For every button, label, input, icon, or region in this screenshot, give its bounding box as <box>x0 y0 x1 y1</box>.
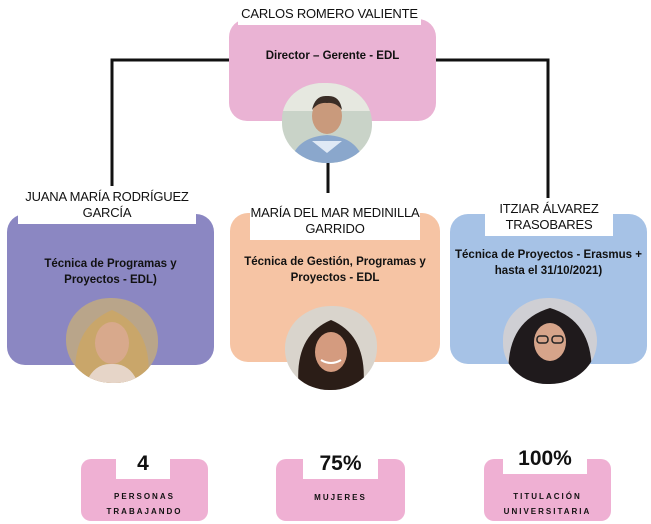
director-name: CARLOS ROMERO VALIENTE <box>238 3 421 25</box>
stat-label-degree: TITULACIÓN UNIVERSITARIA <box>503 492 592 516</box>
person-photo-icon <box>503 298 597 384</box>
person-photo-icon <box>285 306 377 390</box>
stat-value-degree: 100% <box>503 444 587 474</box>
staff-name-3: ITZIAR ÁLVAREZ TRASOBARES <box>485 198 613 236</box>
stat-label-people: PERSONAS TRABAJANDO <box>106 492 183 516</box>
director-role: Director – Gerente - EDL <box>265 50 400 62</box>
stat-label-women: MUJERES <box>314 493 367 502</box>
staff-name-2: MARÍA DEL MAR MEDINILLA GARRIDO <box>250 202 420 240</box>
person-photo-icon <box>66 298 158 383</box>
stat-value-people: 4 <box>116 449 170 479</box>
director-photo <box>282 83 372 163</box>
staff-photo-3 <box>503 298 597 384</box>
staff-role-3: Técnica de Proyectos - Erasmus + hasta e… <box>455 249 642 277</box>
stat-value-women: 75% <box>303 449 378 479</box>
connector-left <box>110 58 232 223</box>
staff-role-2: Técnica de Gestión, Programas y Proyecto… <box>244 256 426 284</box>
connector-right <box>431 58 550 212</box>
staff-name-1: JUANA MARÍA RODRÍGUEZ GARCÍA <box>18 186 196 224</box>
staff-role-1: Técnica de Programas y Proyectos - EDL) <box>44 258 177 286</box>
staff-photo-2 <box>285 306 377 390</box>
staff-photo-1 <box>66 298 158 383</box>
person-photo-icon <box>282 83 372 163</box>
